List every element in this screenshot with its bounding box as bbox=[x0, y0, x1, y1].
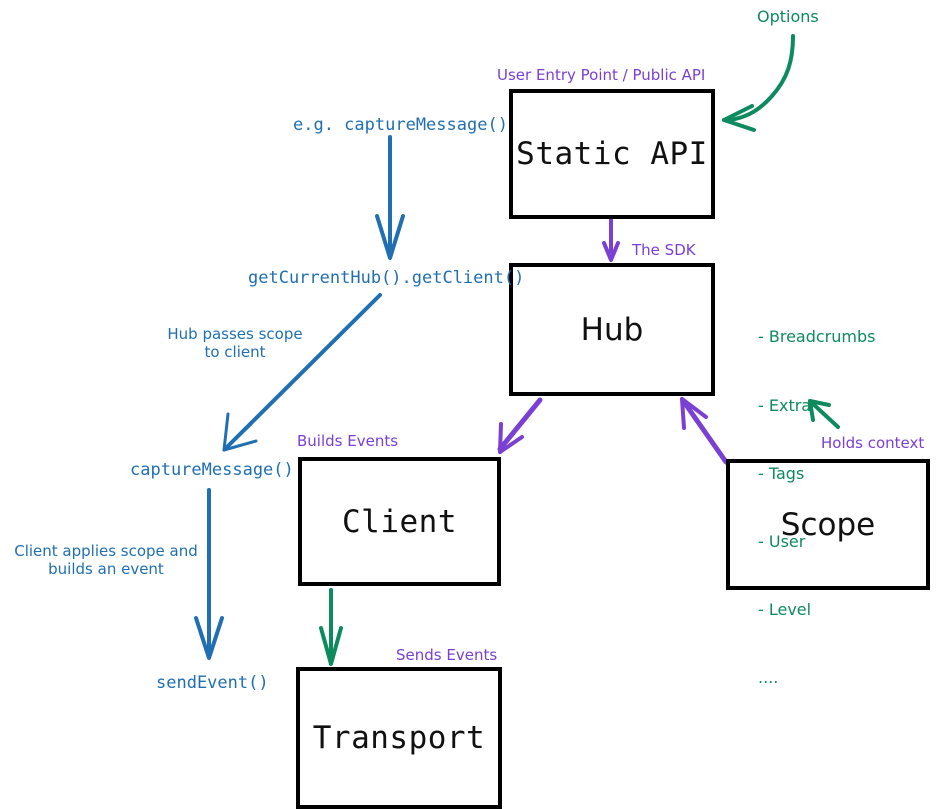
edge-client-to-transport bbox=[319, 588, 343, 666]
edge-hub-to-client bbox=[497, 397, 543, 454]
node-static-api-label: Static API bbox=[516, 136, 708, 172]
node-scope-label: Scope bbox=[780, 506, 876, 543]
node-client[interactable]: Client bbox=[298, 457, 501, 586]
context-list-item-level: - Level bbox=[758, 600, 812, 620]
context-list-item-tags: - Tags bbox=[758, 463, 805, 483]
context-list-item-extra: - Extra bbox=[758, 395, 812, 415]
annotation-options: Options bbox=[757, 7, 819, 26]
edge-capture-message-down bbox=[375, 135, 405, 260]
node-transport[interactable]: Transport bbox=[296, 667, 502, 809]
context-list-item-user: - User bbox=[758, 531, 806, 551]
annotation-builds-events: Builds Events bbox=[297, 432, 399, 450]
annotation-send-event: sendEvent() bbox=[156, 673, 269, 693]
node-static-api[interactable]: Static API bbox=[509, 89, 715, 219]
context-list: - Breadcrumbs - Extra - Tags - User - Le… bbox=[758, 281, 875, 735]
annotation-hub-passes-scope: Hub passes scope to client bbox=[167, 325, 303, 362]
node-hub-label: Hub bbox=[580, 311, 644, 348]
annotation-holds-context: Holds context bbox=[821, 434, 925, 452]
node-scope[interactable]: Scope bbox=[726, 459, 930, 590]
node-client-label: Client bbox=[342, 503, 457, 540]
node-transport-label: Transport bbox=[312, 720, 486, 756]
annotation-client-applies-scope: Client applies scope and builds an event bbox=[14, 542, 198, 579]
annotation-sends-events: Sends Events bbox=[396, 646, 498, 664]
annotation-the-sdk: The SDK bbox=[632, 241, 696, 259]
annotation-eg-capture-message: e.g. captureMessage() bbox=[293, 115, 508, 135]
context-list-ellipsis: .... bbox=[758, 668, 779, 688]
context-list-item-breadcrumbs: - Breadcrumbs bbox=[758, 327, 876, 347]
edge-hub-passes-scope-diagonal bbox=[222, 293, 382, 452]
edge-options-to-static-api bbox=[722, 34, 795, 132]
annotation-user-entry-point: User Entry Point / Public API bbox=[497, 66, 706, 84]
node-hub[interactable]: Hub bbox=[509, 263, 715, 396]
edge-scope-to-hub bbox=[680, 397, 729, 465]
annotation-capture-message: captureMessage() bbox=[130, 460, 294, 480]
annotation-get-current-hub: getCurrentHub().getClient() bbox=[248, 268, 525, 288]
edge-static-api-to-hub bbox=[602, 218, 620, 262]
